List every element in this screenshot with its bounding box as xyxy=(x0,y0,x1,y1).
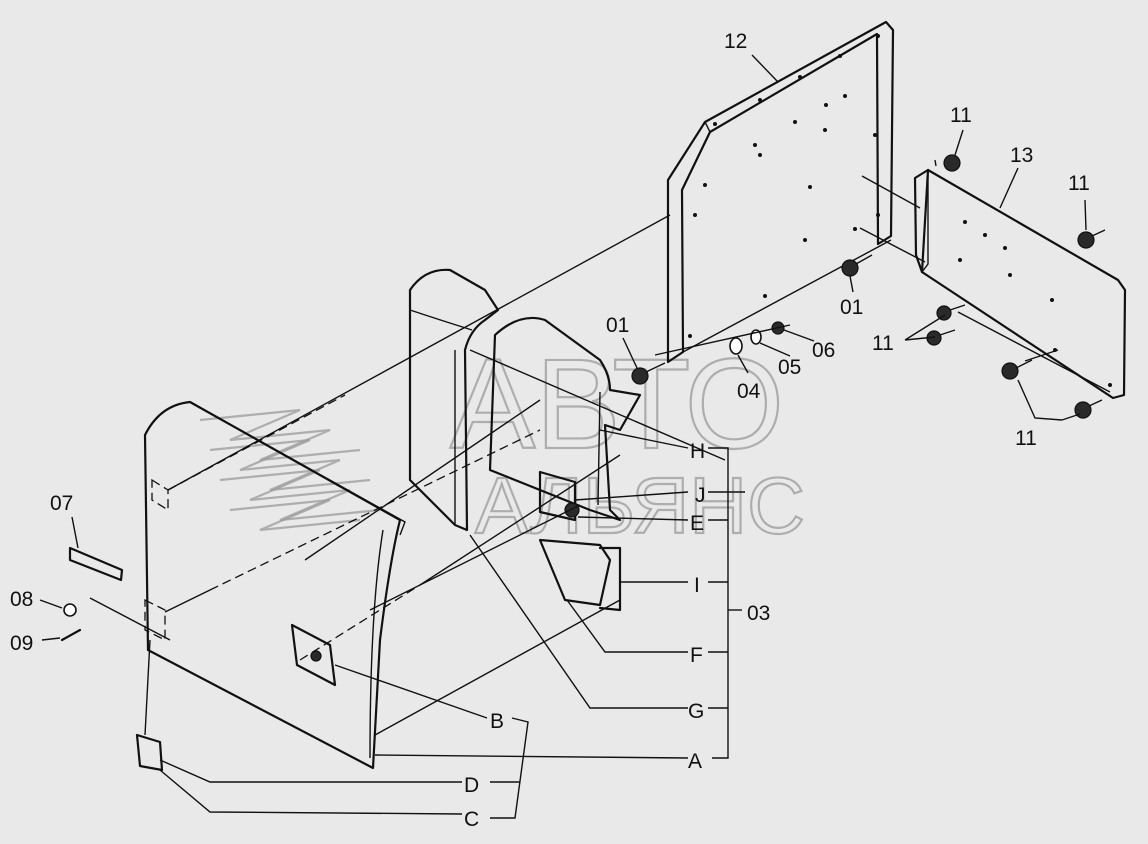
label-03: 03 xyxy=(747,602,770,625)
panel-13 xyxy=(913,168,1127,400)
front-door-a xyxy=(135,400,406,772)
latch-d xyxy=(135,733,164,772)
label-f: F xyxy=(690,644,703,667)
bolt-11f-icon xyxy=(1074,399,1103,419)
knob-bolt-icon xyxy=(564,502,580,518)
watermark-line1: АВТО xyxy=(450,333,784,476)
door-lock-b xyxy=(290,623,337,687)
watermark-line2: АЛЬЯНС xyxy=(475,461,805,550)
label-11d: 11 xyxy=(1015,427,1037,450)
screw-09-icon xyxy=(60,628,82,642)
callout-labels: 12 13 11 11 11 11 01 01 04 05 06 07 08 0… xyxy=(10,30,1090,831)
assembly-lines xyxy=(89,159,1111,736)
watermark-logo-icon xyxy=(199,408,381,532)
watermark: АВТО АЛЬЯНС xyxy=(199,332,806,551)
label-h: H xyxy=(690,440,705,463)
back-cover-g xyxy=(408,268,500,532)
frame-12 xyxy=(666,20,895,364)
duct-cover-f xyxy=(488,316,642,612)
label-e: E xyxy=(690,512,704,535)
bolt-11b-icon xyxy=(1077,229,1106,249)
label-j: J xyxy=(695,484,706,507)
bolt-11a-icon xyxy=(943,154,961,172)
label-a: A xyxy=(688,750,702,773)
label-06: 06 xyxy=(812,339,835,362)
bolt-11e-icon xyxy=(1001,359,1033,380)
label-11b: 11 xyxy=(1068,172,1090,195)
label-01a: 01 xyxy=(606,314,629,337)
label-13: 13 xyxy=(1010,144,1033,167)
label-d: D xyxy=(464,774,479,797)
label-07: 07 xyxy=(50,492,73,515)
label-05: 05 xyxy=(778,356,801,379)
label-04: 04 xyxy=(737,380,761,403)
label-01b: 01 xyxy=(840,296,863,319)
label-12: 12 xyxy=(724,30,747,53)
leader-lines xyxy=(39,54,1087,819)
bolt-01a-icon xyxy=(631,362,666,385)
label-b: B xyxy=(490,710,504,733)
bolt-11c-icon xyxy=(936,304,966,321)
label-08: 08 xyxy=(10,588,33,611)
label-c: C xyxy=(464,808,479,831)
washer-08-icon xyxy=(63,603,77,617)
label-11c: 11 xyxy=(872,332,894,355)
label-i: I xyxy=(694,574,700,597)
label-11a: 11 xyxy=(950,104,972,127)
label-g: G xyxy=(688,700,704,723)
label-09: 09 xyxy=(10,632,33,655)
bolt-11d-icon xyxy=(926,329,956,346)
washer-04-icon xyxy=(729,337,743,355)
strip-07 xyxy=(68,546,124,582)
